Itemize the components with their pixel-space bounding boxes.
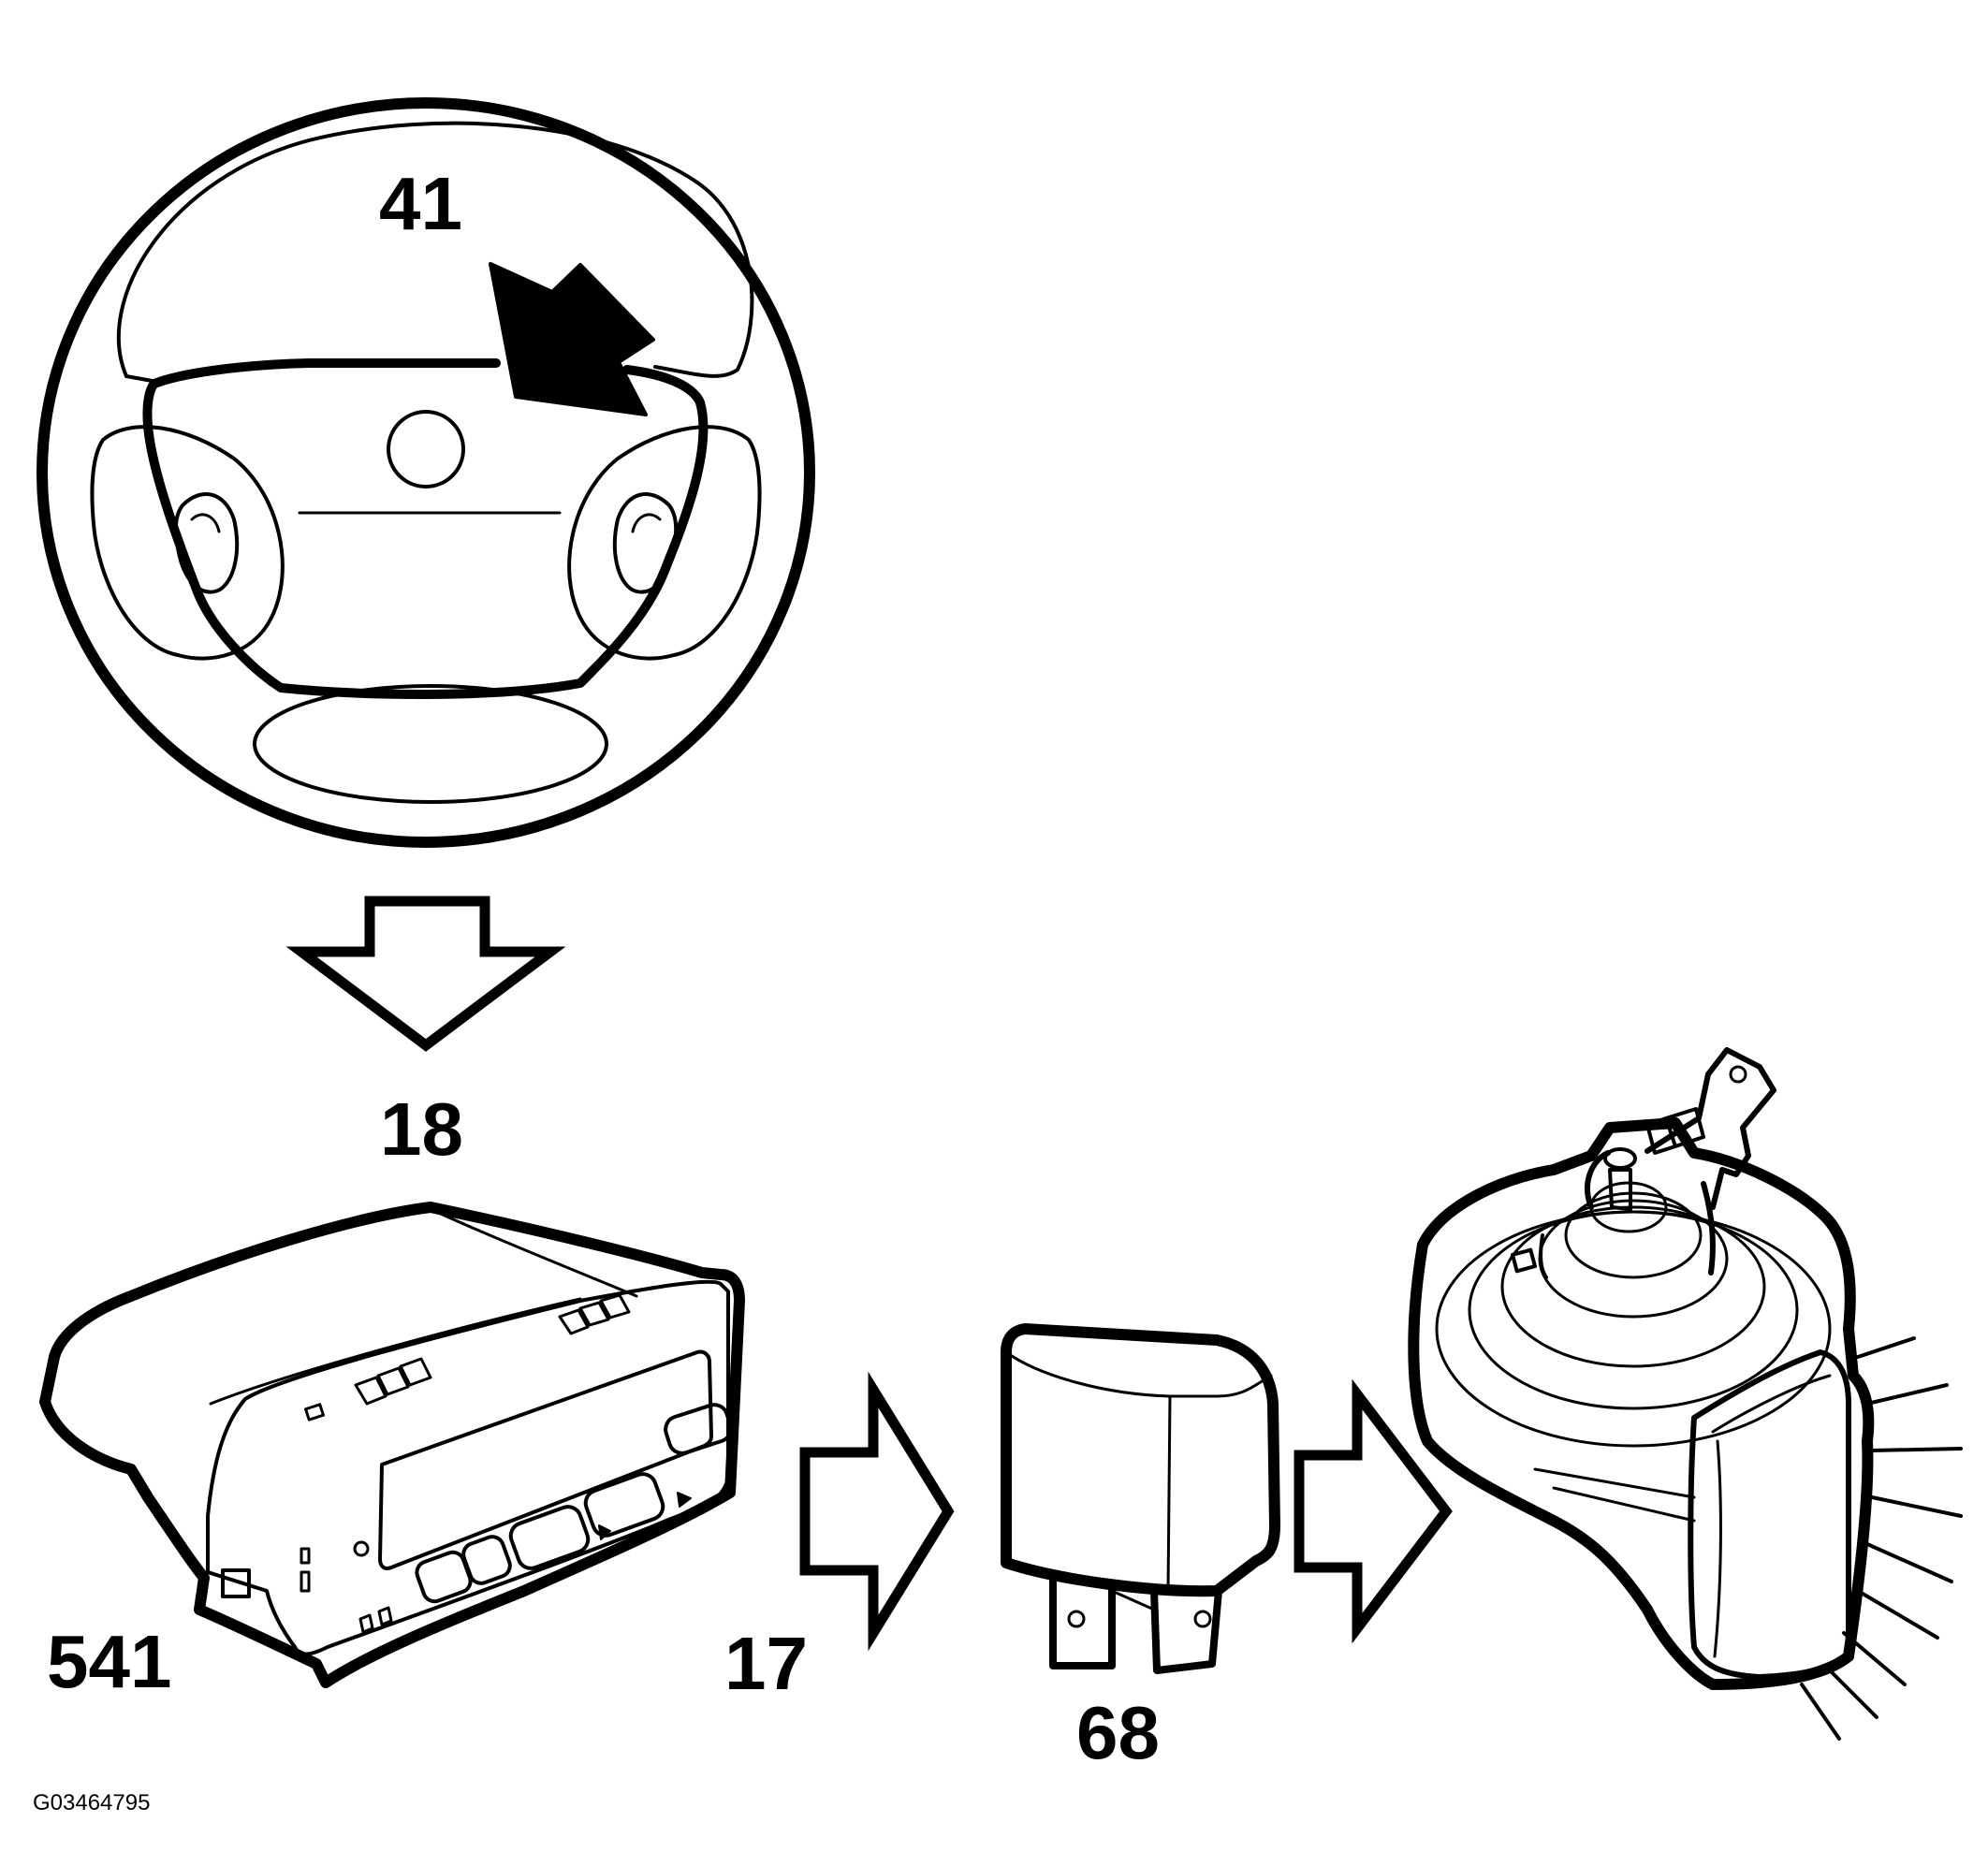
steering-wheel <box>37 97 815 848</box>
signal-arrow-down <box>285 896 566 1052</box>
relay <box>1001 1323 1280 1674</box>
steering-wheel-upper-cap <box>116 121 754 378</box>
control-module <box>39 1202 745 1688</box>
steering-wheel-rim <box>37 97 815 848</box>
signal-arrow-to-relay <box>799 1371 955 1652</box>
steering-wheel-hub <box>150 358 501 388</box>
label-control-module: 541 <box>47 1620 172 1703</box>
module-display <box>378 1349 713 1570</box>
left-switch-pad <box>90 425 285 661</box>
module-button-4[interactable] <box>582 1470 666 1539</box>
horn-terminal <box>1608 1168 1632 1211</box>
relay-body <box>1001 1323 1280 1597</box>
horn-center-button <box>387 410 465 488</box>
label-arrow-to-relay: 17 <box>724 1622 808 1705</box>
module-button-5[interactable] <box>662 1401 734 1456</box>
module-button-3[interactable] <box>507 1503 592 1572</box>
label-steering-wheel: 41 <box>379 162 462 245</box>
relay-pin-2 <box>1150 1587 1222 1674</box>
label-arrow-down: 18 <box>380 1087 463 1171</box>
horn-trumpet <box>1688 1349 1851 1680</box>
figure-code: G03464795 <box>33 1790 151 1815</box>
press-arrow[interactable] <box>489 262 655 416</box>
signal-arrow-to-horn <box>1294 1378 1453 1644</box>
horn-bracket <box>1644 1047 1776 1210</box>
horn <box>1408 1047 1875 1690</box>
relay-pin-1 <box>1049 1575 1116 1669</box>
label-relay: 68 <box>1076 1691 1160 1774</box>
sound-rays <box>1800 1336 1963 1741</box>
right-switch-pad <box>567 425 762 661</box>
lower-pad <box>253 684 608 804</box>
module-button-2[interactable] <box>460 1534 513 1586</box>
module-connector <box>221 1568 251 1598</box>
